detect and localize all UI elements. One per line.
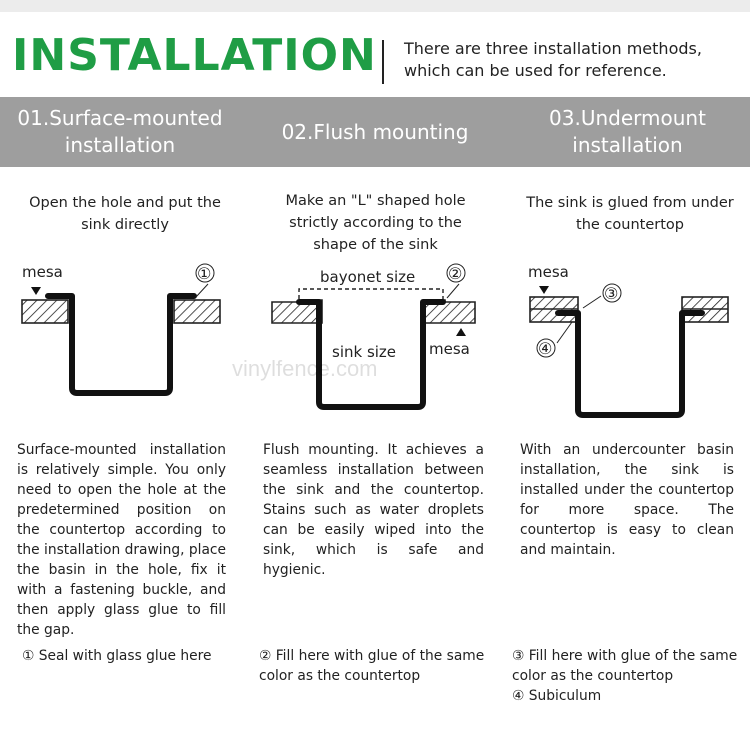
mesa-label: mesa	[528, 263, 569, 281]
sink-profile	[296, 299, 446, 410]
method-2-heading: 02.Flush mounting	[281, 119, 469, 144]
mesa-label: mesa	[22, 263, 63, 281]
marker-3: ③	[604, 284, 618, 303]
method-1-caption: Open the hole and put the sink directly	[29, 195, 221, 233]
marker-4: ④	[538, 339, 552, 358]
method-3-description: With an undercounter basin installation,…	[520, 442, 734, 558]
method-3-caption: The sink is glued from under the counter…	[526, 195, 734, 233]
mesa-arrow	[31, 287, 41, 295]
marker-1: ①	[197, 264, 211, 283]
method-2-caption: Make an "L" shaped hole strictly accordi…	[285, 193, 466, 253]
method-1-heading: 01.Surface-mounted installation	[17, 106, 223, 157]
method-1-description: Surface-mounted installation is relative…	[17, 442, 226, 638]
leader-line	[556, 321, 573, 344]
countertop-left	[21, 299, 69, 324]
method-3-note-1: ③ Fill here with glue of the same color …	[512, 648, 738, 684]
bayonet-size-label: bayonet size	[320, 268, 415, 286]
title-divider	[382, 40, 384, 84]
mesa-arrow	[539, 286, 549, 294]
leader-line	[582, 295, 602, 309]
marker-circle	[195, 263, 215, 283]
diagram-undermount: mesa ③ ④	[528, 263, 729, 418]
top-bar	[0, 0, 750, 12]
marker-circle	[602, 283, 622, 303]
sink-size-label: sink size	[332, 343, 396, 361]
mesa-label: mesa	[429, 340, 470, 358]
sink-profile	[555, 310, 705, 418]
page-title: INSTALLATION	[12, 30, 377, 81]
page-subtitle: There are three installation methods, wh…	[404, 39, 702, 80]
watermark: vinylfence.com	[232, 356, 378, 381]
bayonet-dashed-outline	[298, 288, 444, 299]
marker-circle	[446, 263, 466, 283]
methods-header-band: 01.Surface-mounted installation 02.Flush…	[0, 97, 750, 167]
leader-line	[195, 283, 209, 298]
marker-2: ②	[448, 264, 462, 283]
method-1-note: ① Seal with glass glue here	[22, 648, 212, 664]
diagram-surface-mounted: mesa ①	[21, 263, 221, 396]
mesa-arrow	[456, 328, 466, 336]
method-2-description: Flush mounting. It achieves a seamless i…	[263, 442, 484, 578]
marker-circle	[536, 338, 556, 358]
method-3-heading: 03.Undermount installation	[549, 106, 706, 157]
diagram-flush-mounting: bayonet size sink size mesa ②	[271, 263, 476, 410]
leader-line	[446, 283, 460, 299]
method-2-note: ② Fill here with glue of the same color …	[259, 648, 485, 684]
sink-profile	[45, 293, 197, 396]
method-3-note-2: ④ Subiculum	[512, 688, 602, 704]
countertop-right	[173, 299, 221, 324]
